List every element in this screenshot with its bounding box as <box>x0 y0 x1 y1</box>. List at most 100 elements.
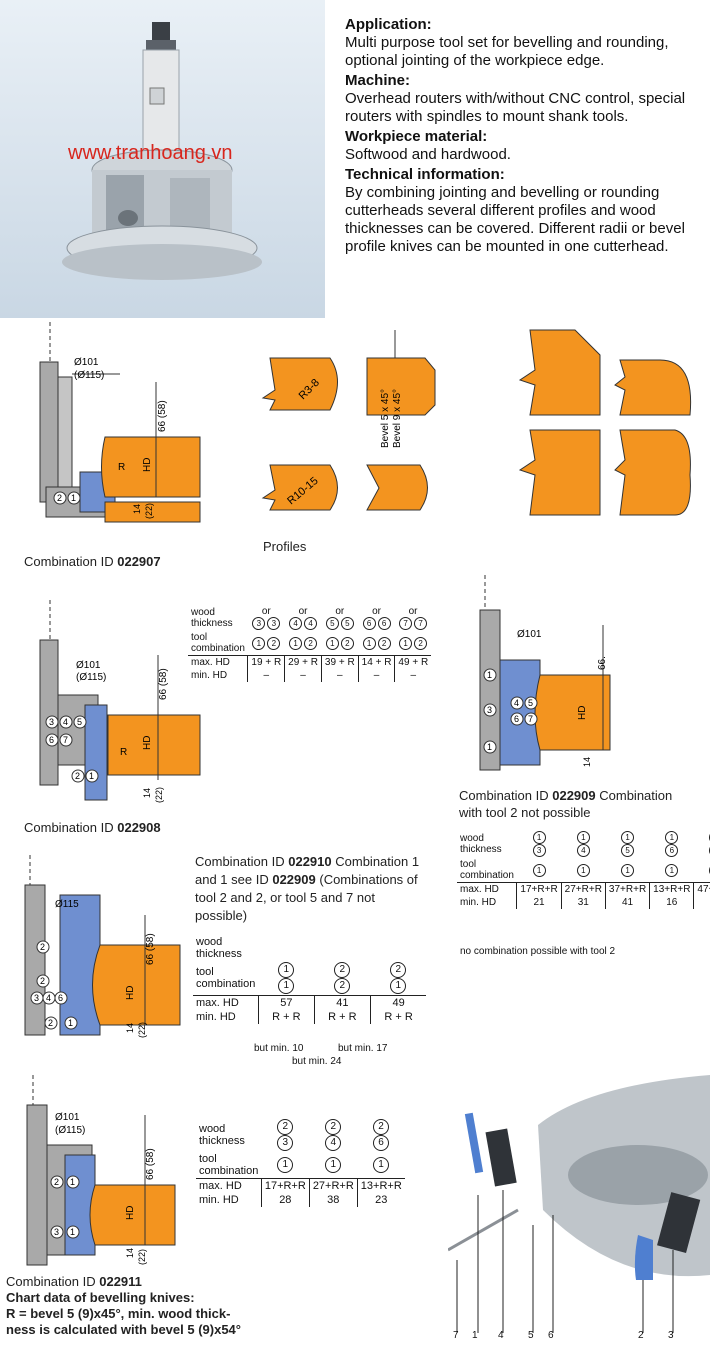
svg-text:(Ø115): (Ø115) <box>55 1125 85 1136</box>
note-min10: but min. 10 <box>254 1043 304 1054</box>
drawing-022909: 1 3 4 5 6 7 1 Ø101 66. HD 14 <box>479 575 611 771</box>
part-5: 5 <box>528 1330 534 1341</box>
svg-text:5: 5 <box>77 717 82 727</box>
svg-text:6: 6 <box>58 993 63 1003</box>
dim-hd: HD <box>142 458 153 472</box>
svg-text:3: 3 <box>487 705 492 715</box>
svg-text:7: 7 <box>63 735 68 745</box>
chart-note-line1: Chart data of bevelling knives: <box>6 1290 195 1305</box>
svg-text:HD: HD <box>142 736 153 750</box>
chart-note-line3: ness is calculated with bevel 5 (9)x54° <box>6 1322 241 1337</box>
profiles-drawing: R3-8 Bevel 5 x 45° Bevel 9 x 45° R10-15 <box>261 330 436 511</box>
svg-text:4: 4 <box>63 717 68 727</box>
dim-h66: 66 (58) <box>157 400 168 432</box>
part-1: 1 <box>472 1330 478 1341</box>
svg-text:(22): (22) <box>137 1022 147 1038</box>
note-min24: but min. 24 <box>292 1056 342 1067</box>
svg-text:66 (58): 66 (58) <box>158 668 169 700</box>
caption-022910: Combination ID 022910 Combination 1 and … <box>195 854 420 923</box>
info-block: Application: Multi purpose tool set for … <box>345 16 707 258</box>
caption-022911: Combination ID 022911 Chart data of beve… <box>6 1274 241 1337</box>
svg-text:2: 2 <box>75 771 80 781</box>
machine-title: Machine: <box>345 72 411 89</box>
machine-text: Overhead routers with/without CNC contro… <box>345 90 686 125</box>
svg-text:(Ø115): (Ø115) <box>76 672 106 683</box>
profile-bevel9: Bevel 9 x 45° <box>392 389 403 448</box>
svg-text:1: 1 <box>70 1227 75 1237</box>
application-title: Application: <box>345 16 432 33</box>
caption-022908: Combination ID 022908 <box>24 820 161 835</box>
technical-title: Technical information: <box>345 166 505 183</box>
svg-text:1: 1 <box>71 493 76 503</box>
dim-r: R <box>118 462 125 473</box>
svg-text:1: 1 <box>68 1018 73 1028</box>
svg-text:HD: HD <box>125 1206 136 1220</box>
svg-text:2: 2 <box>40 976 45 986</box>
svg-text:HD: HD <box>577 706 588 720</box>
drawing-022911: 2 1 3 1 Ø101 (Ø115) 66 (58) HD 14 (22) <box>26 1075 176 1266</box>
svg-text:6: 6 <box>49 735 54 745</box>
svg-text:4: 4 <box>46 993 51 1003</box>
svg-text:6: 6 <box>514 714 519 724</box>
material-text: Softwood and hardwood. <box>345 146 511 163</box>
svg-text:2: 2 <box>54 1177 59 1187</box>
drawing-022908: 3 4 5 6 7 2 1 Ø101 (Ø115) 66 (58) HD R 1… <box>39 600 201 803</box>
svg-text:14: 14 <box>125 1023 135 1033</box>
svg-text:1: 1 <box>487 670 492 680</box>
cutterhead-render <box>62 22 262 280</box>
svg-text:R: R <box>120 747 127 758</box>
svg-text:7: 7 <box>528 714 533 724</box>
svg-text:14: 14 <box>582 757 592 767</box>
dim-d115: (Ø115) <box>74 370 104 381</box>
chart-note-line2: R = bevel 5 (9)x45°, min. wood thick- <box>6 1306 231 1321</box>
svg-text:Ø101: Ø101 <box>55 1112 80 1123</box>
application-text: Multi purpose tool set for bevelling and… <box>345 34 669 69</box>
svg-text:(22): (22) <box>154 787 164 803</box>
part-2: 2 <box>638 1330 644 1341</box>
svg-text:14: 14 <box>125 1248 135 1258</box>
part-3: 3 <box>668 1330 674 1341</box>
svg-text:HD: HD <box>125 986 136 1000</box>
exploded-parts-illustration <box>447 1075 710 1333</box>
svg-text:3: 3 <box>54 1227 59 1237</box>
product-photo: www.tranhoang.vn <box>0 0 325 318</box>
svg-text:3: 3 <box>49 717 54 727</box>
svg-text:66 (58): 66 (58) <box>145 1148 156 1180</box>
note-022909: no combination possible with tool 2 <box>460 946 616 957</box>
svg-text:2: 2 <box>57 493 62 503</box>
svg-text:(22): (22) <box>137 1249 147 1265</box>
svg-text:Ø115: Ø115 <box>55 899 79 910</box>
part-7: 7 <box>453 1330 459 1341</box>
dim-14: 14 <box>132 504 142 514</box>
profiles-right-drawing <box>518 329 692 516</box>
svg-text:Ø101: Ø101 <box>76 660 101 671</box>
svg-text:1: 1 <box>487 742 492 752</box>
svg-text:66 (58): 66 (58) <box>145 933 156 965</box>
note-min17: but min. 17 <box>338 1043 388 1054</box>
exploded-view: 7 1 4 5 6 2 3 <box>447 1075 710 1347</box>
watermark-text: www.tranhoang.vn <box>68 142 233 164</box>
svg-text:66.: 66. <box>597 656 608 670</box>
part-4: 4 <box>498 1330 504 1341</box>
profile-bevel5: Bevel 5 x 45° <box>380 389 391 448</box>
drawing-022910: 2 2 3 4 6 2 1 Ø115 66 (58) HD 14 (22) <box>24 855 181 1038</box>
combo-id-022907: 022907 <box>117 554 161 569</box>
dim-22: (22) <box>144 503 154 519</box>
svg-text:4: 4 <box>514 698 519 708</box>
svg-text:1: 1 <box>70 1177 75 1187</box>
svg-text:5: 5 <box>528 698 533 708</box>
profiles-label: Profiles <box>263 539 307 554</box>
svg-text:2: 2 <box>40 942 45 952</box>
technical-text: By combining jointing and bevelling or r… <box>345 184 685 255</box>
svg-text:1: 1 <box>89 771 94 781</box>
caption-022907: Combination ID 022907 <box>24 554 161 569</box>
svg-text:14: 14 <box>142 788 152 798</box>
svg-text:3: 3 <box>34 993 39 1003</box>
svg-text:Ø101: Ø101 <box>517 629 542 640</box>
caption-022909: Combination ID 022909 Combination with t… <box>459 788 673 820</box>
